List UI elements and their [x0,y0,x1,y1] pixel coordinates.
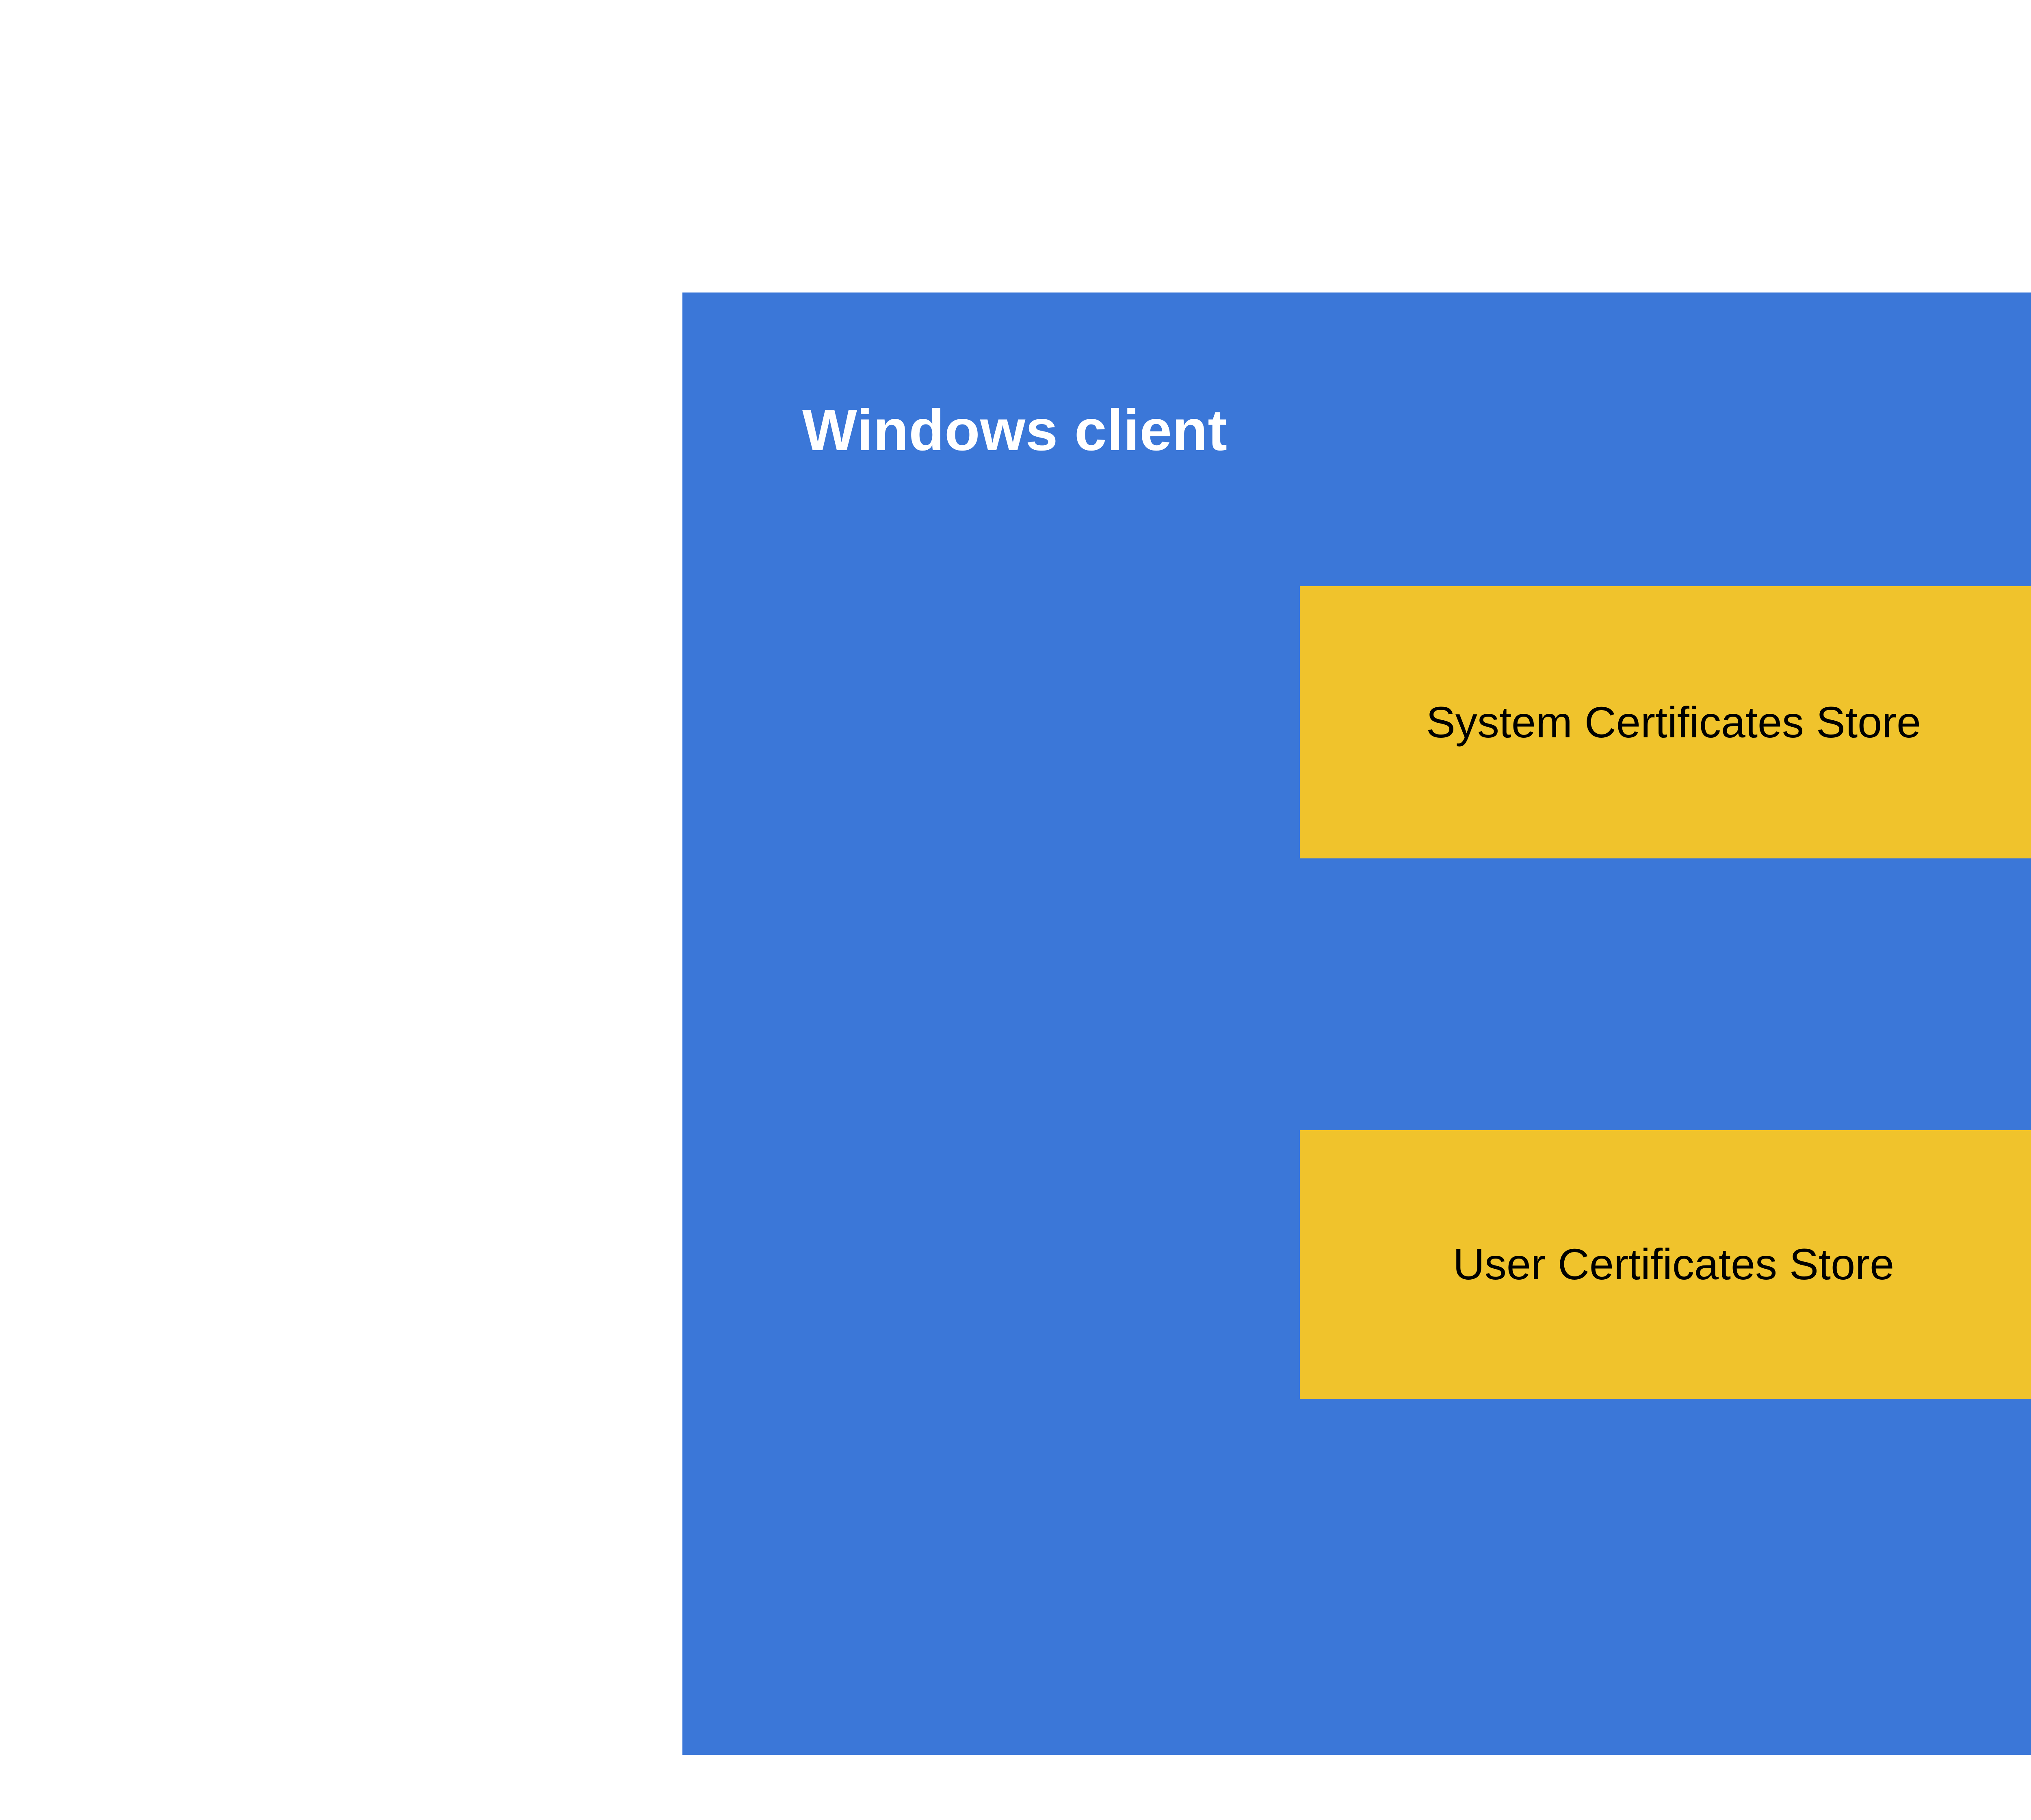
node-user-certificates-store-label: User Certificates Store [1453,1239,1895,1289]
node-system-certificates-store-label: System Certificates Store [1426,697,1921,747]
node-system-certificates-store[interactable]: System Certificates Store [1300,586,2031,858]
windows-client-container [682,292,2031,1755]
windows-client-title: Windows client [802,398,1228,463]
node-user-certificates-store[interactable]: User Certificates Store [1300,1130,2031,1399]
